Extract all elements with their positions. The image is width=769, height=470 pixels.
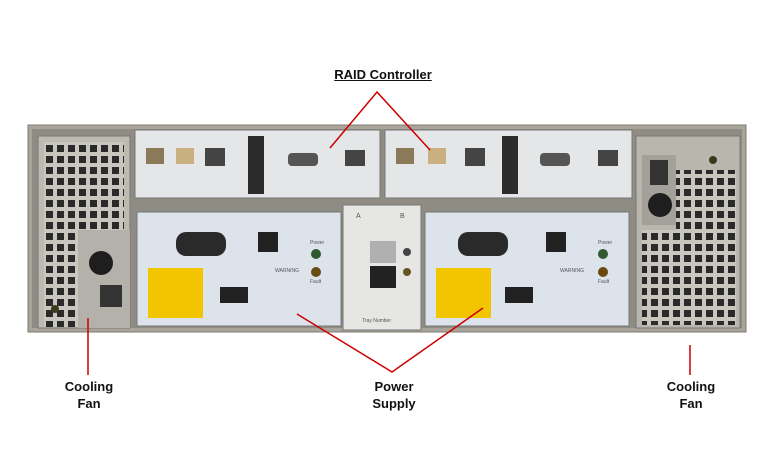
label-line: Cooling [64, 379, 114, 394]
cooling-fan-right-module [635, 135, 741, 329]
svg-text:B: B [400, 213, 405, 220]
raid-controller-right [384, 129, 633, 199]
cooling-fan-left-module [37, 135, 131, 329]
raid-controller-leader [329, 90, 431, 151]
label-line: Fan [77, 396, 101, 411]
leader-lines [87, 90, 691, 375]
cooling-fan-right-label: Cooling Fan [651, 378, 731, 412]
label-line: Cooling [666, 379, 716, 394]
svg-text:Power: Power [598, 240, 613, 246]
svg-text:Tray Number: Tray Number [362, 318, 391, 324]
raid-controller-label: RAID Controller [334, 67, 432, 82]
label-line: Supply [372, 396, 416, 411]
label-line: Power [374, 379, 414, 394]
warning-text: WARNING [275, 268, 299, 274]
svg-text:Fault: Fault [310, 279, 322, 285]
label-line: Fan [679, 396, 703, 411]
cooling-fan-left-label: Cooling Fan [49, 378, 129, 412]
svg-text:Fault: Fault [598, 279, 610, 285]
power-supply-left: WARNING Power Fault [136, 211, 342, 327]
svg-text:WARNING: WARNING [560, 268, 584, 274]
power-supply-right: WARNING Power Fault [424, 211, 630, 327]
svg-text:Power: Power [310, 240, 325, 246]
power-supply-leader [296, 307, 484, 373]
warning-sticker [148, 268, 203, 318]
power-supply-label: Power Supply [354, 378, 434, 412]
raid-controller-left [134, 129, 381, 199]
fan-latch-knob [648, 193, 672, 217]
fan-latch-knob [89, 251, 113, 275]
interconnect-panel: A B Tray Number [342, 204, 422, 331]
svg-text:A: A [356, 213, 361, 220]
warning-sticker [436, 268, 491, 318]
